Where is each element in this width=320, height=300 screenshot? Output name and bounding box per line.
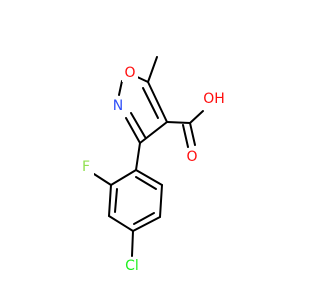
atom-carbonyl-oxygen: O (186, 149, 197, 165)
bond-c4-carboxyl-carbon (166, 121, 191, 124)
atom-chlorine: Cl (125, 258, 139, 274)
bond-ph-c6-c1 (135, 169, 163, 186)
bond-n2-c3 (125, 117, 141, 144)
bond-c3-c4 (139, 121, 168, 144)
atom-fluorine: F (82, 159, 90, 175)
bond-ph-c2-c3 (108, 184, 112, 217)
bond-c5-methyl (147, 56, 158, 83)
atom-ring-oxygen: O (124, 65, 135, 81)
bond-ph-c3-c4 (108, 215, 134, 232)
bond-c4-c5 (147, 81, 168, 123)
bond-ph-c1-c2 (110, 169, 137, 186)
bond-carboxyl-hydroxyl (189, 110, 204, 124)
molecule-structure: O N OH O F Cl (81, 56, 225, 274)
bond-ph-c5-c6 (159, 184, 163, 218)
bond-ph-c2-c3-double (114, 188, 118, 213)
bond-ph-c6-c1-double (135, 176, 157, 190)
atom-ring-nitrogen: N (113, 98, 123, 114)
bond-ph-c4-c5-double (133, 212, 155, 225)
bond-o1-n2 (118, 80, 123, 96)
bond-n2-c3-double (130, 112, 146, 138)
bond-ph-c4-c5 (132, 216, 161, 232)
bond-carboxyl-carbonyl-double (182, 124, 189, 148)
bond-ph-fluorine (93, 173, 112, 186)
bond-c4-c5-double (142, 87, 159, 119)
bond-c3-phenyl (135, 142, 141, 171)
atom-hydroxyl-oxygen: OH (203, 91, 225, 107)
bond-ph-chlorine (131, 230, 134, 257)
bond-carboxyl-carbonyl (189, 122, 196, 146)
